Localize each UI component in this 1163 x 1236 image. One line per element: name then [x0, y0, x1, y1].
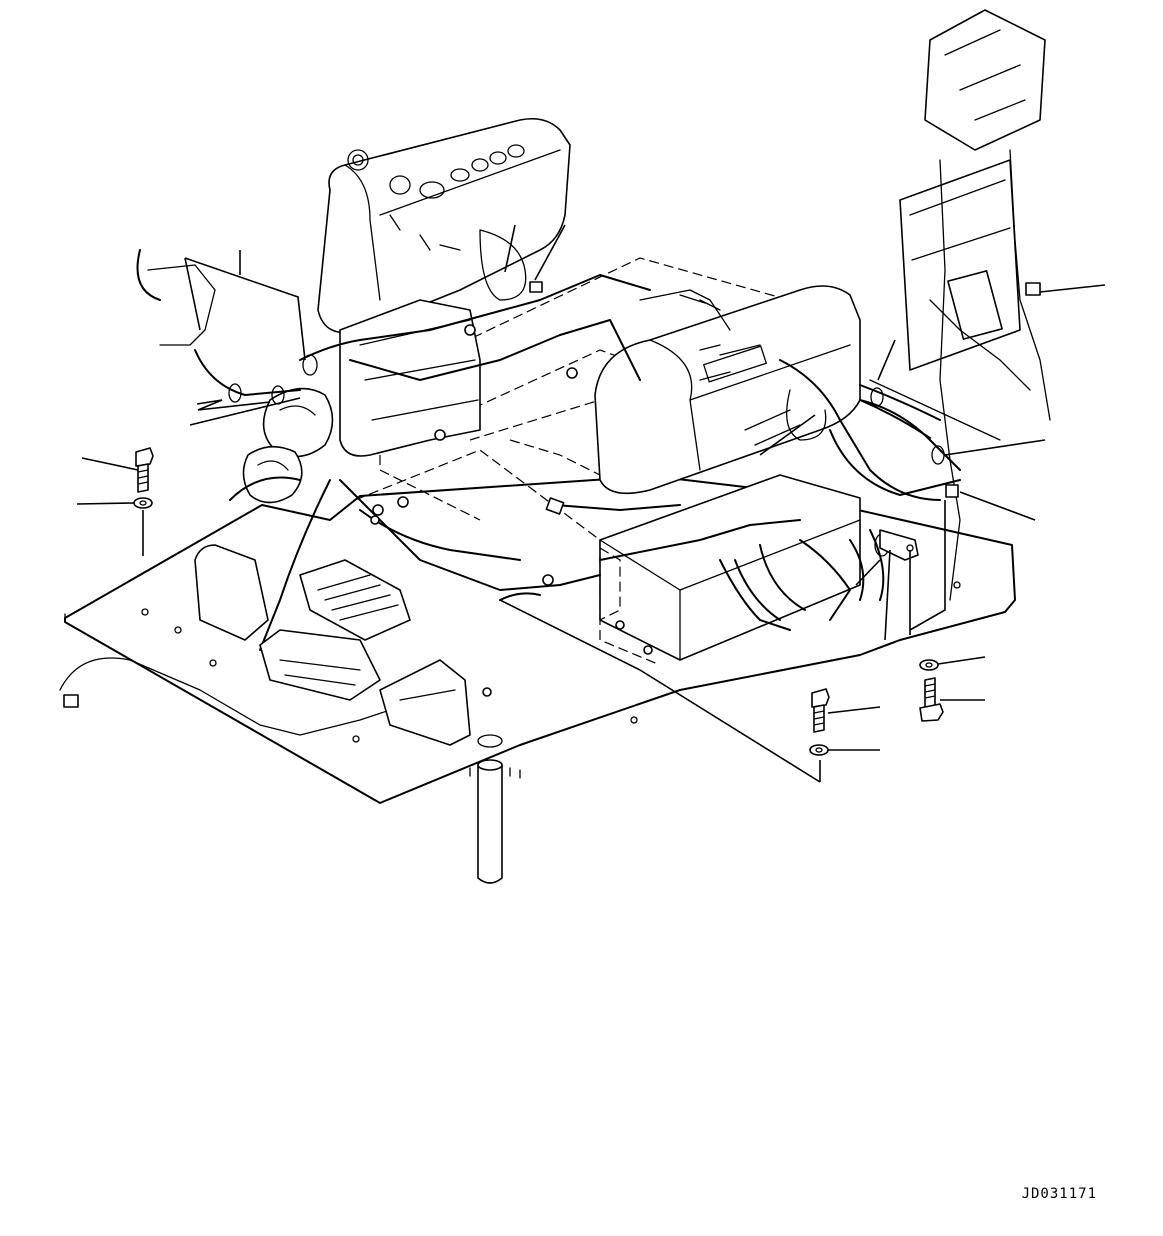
- duct-hose: [734, 384, 941, 621]
- right-panel-assembly: [899, 9, 1051, 601]
- bolt-icon: [811, 688, 830, 733]
- drawing-code: JD031171: [1021, 1186, 1097, 1202]
- left-lever-assembly: [242, 299, 481, 504]
- wiring-harness: [59, 229, 1001, 736]
- left-upper-console: [317, 117, 571, 334]
- callout-leaders: [76, 224, 1106, 783]
- controller-unit: [594, 285, 861, 495]
- floor-plate: [64, 475, 1016, 804]
- bolt-icon: [135, 447, 154, 493]
- washer-icon: [809, 744, 829, 756]
- washer-icon: [919, 659, 939, 671]
- bolt-icon: [919, 677, 944, 722]
- washer-icon: [133, 497, 153, 509]
- pedal-assembly: [194, 544, 471, 746]
- connector-icon: [63, 281, 1041, 708]
- lower-console-box: [599, 474, 861, 661]
- support-post: [469, 759, 521, 884]
- fastener-heads: [370, 324, 653, 697]
